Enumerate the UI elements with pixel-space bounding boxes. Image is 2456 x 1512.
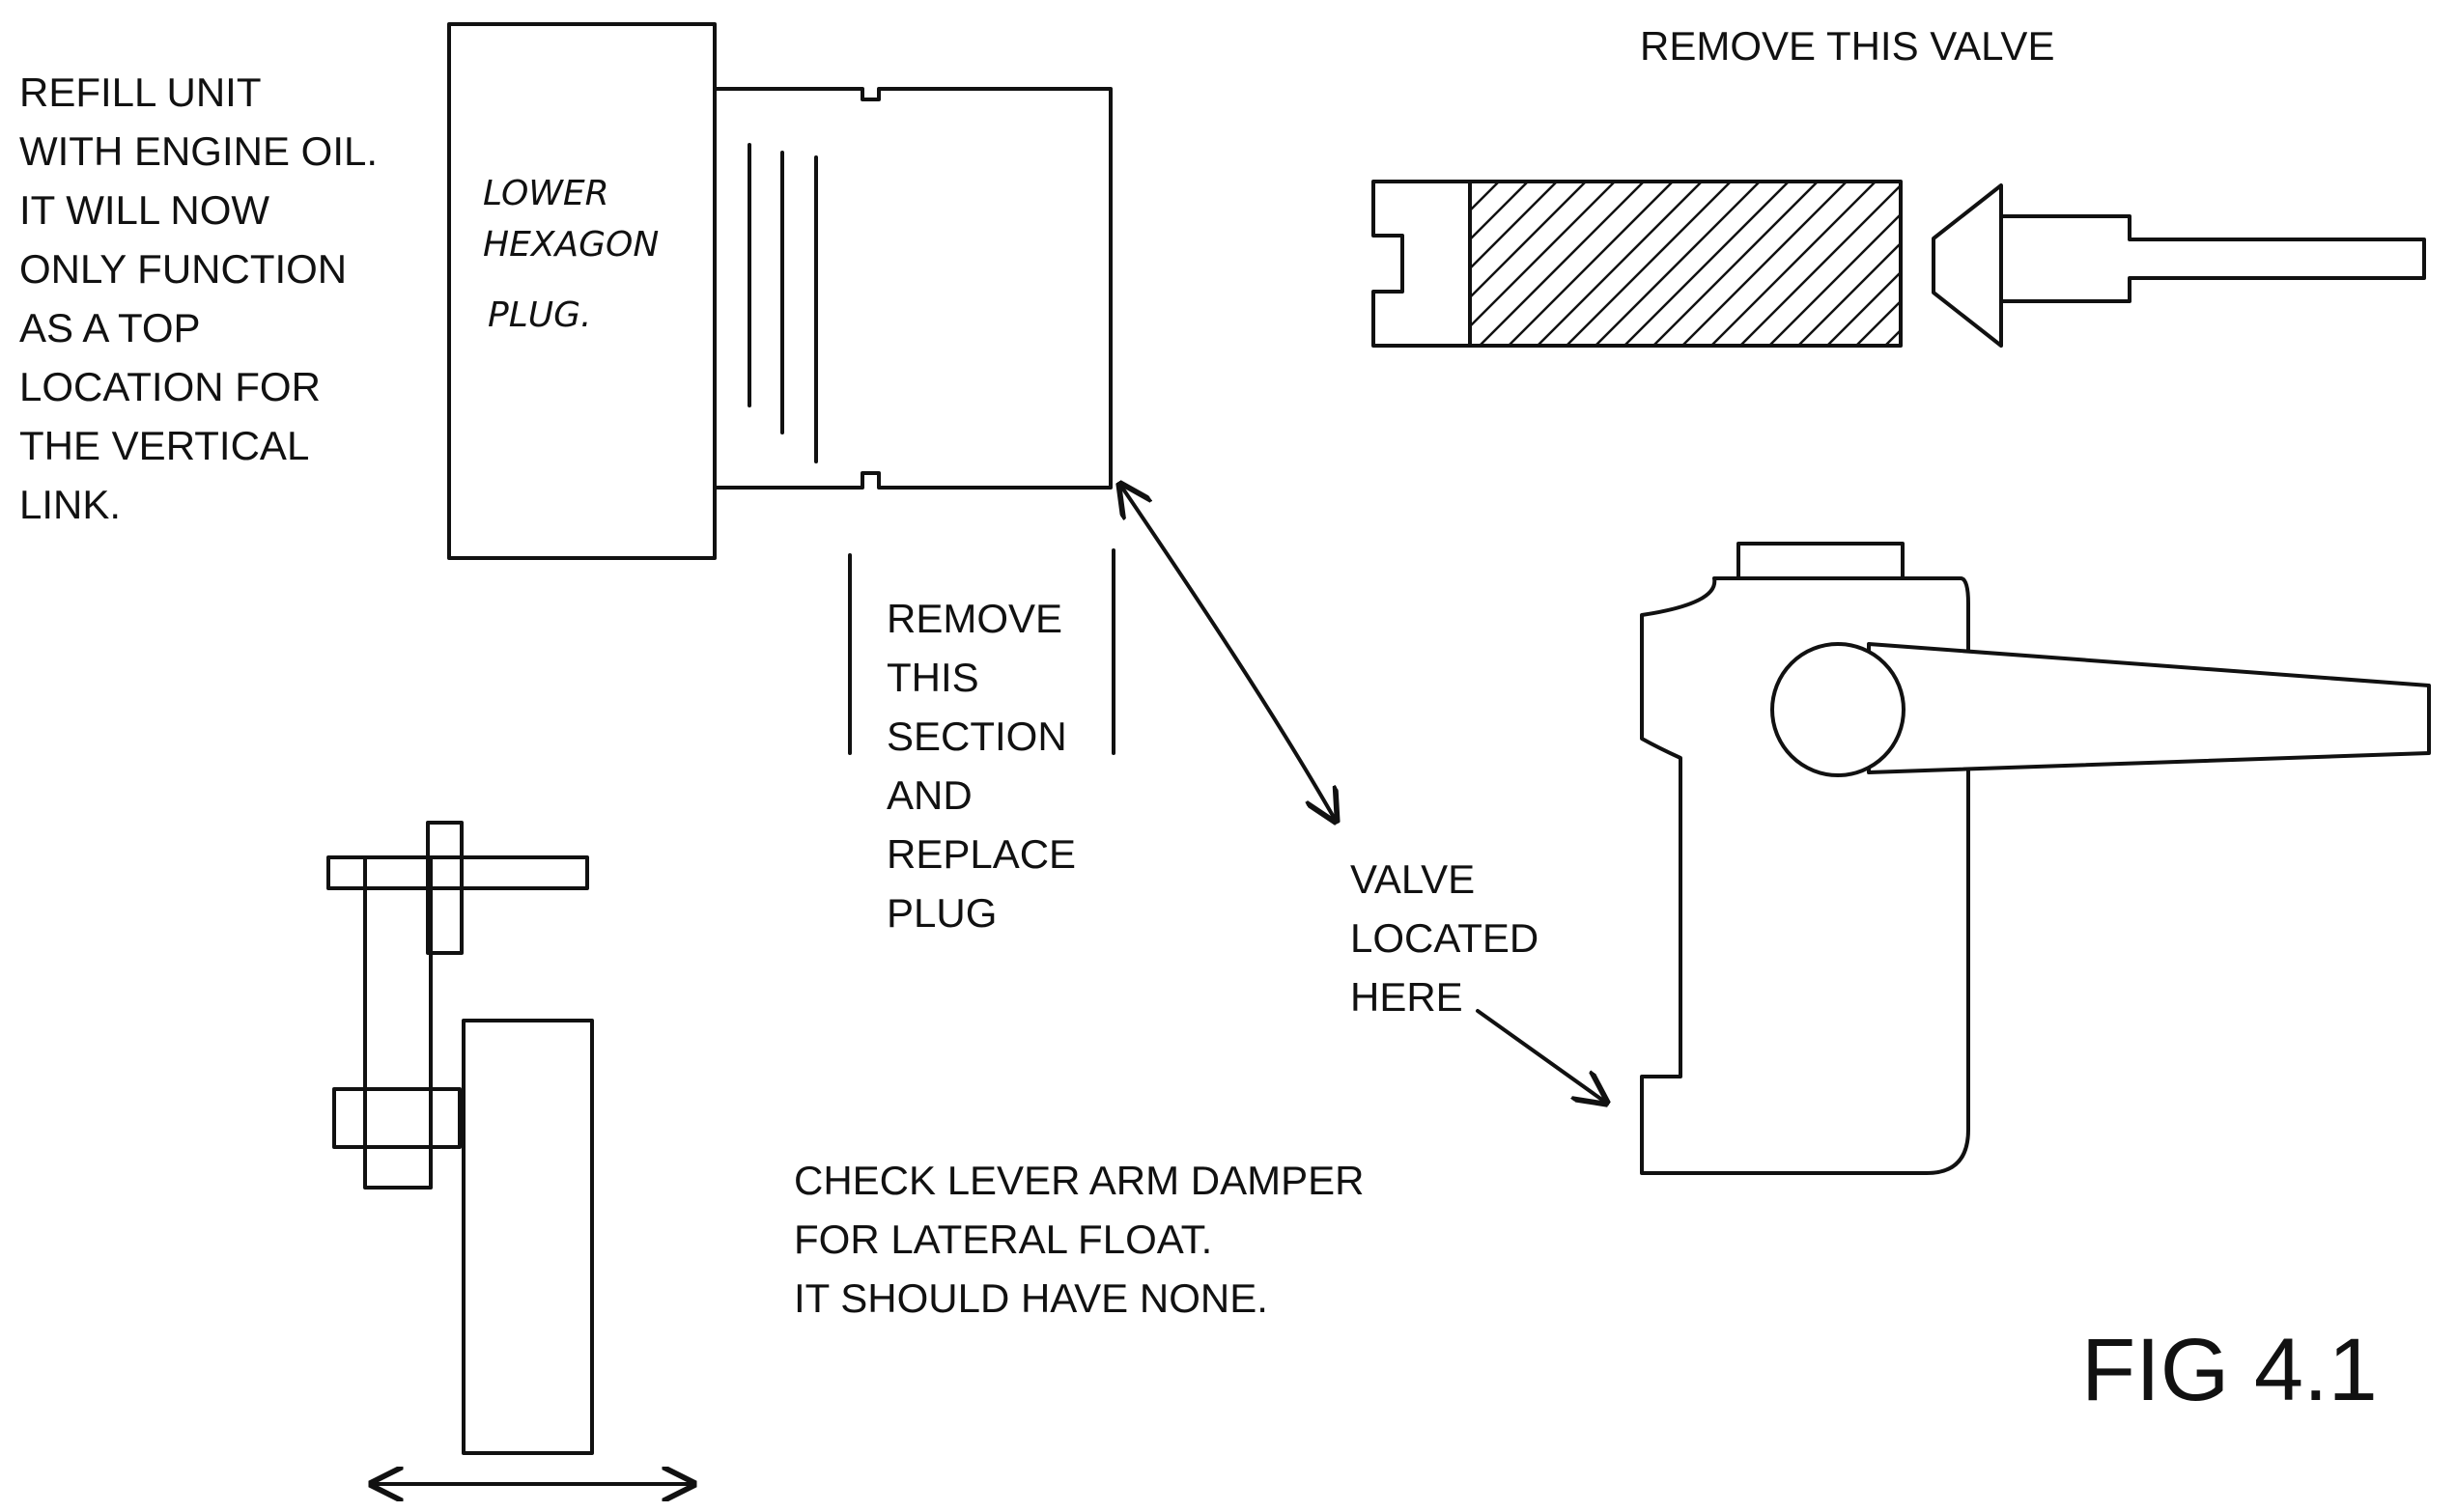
link-plate <box>363 855 433 1190</box>
vertical-link-side-view <box>326 821 693 1484</box>
remove-section-markers <box>848 548 1115 755</box>
hatch-line <box>1566 182 1732 346</box>
hatch-line <box>1470 182 1587 299</box>
plug-threaded-neck <box>713 87 1113 490</box>
damper-top-boss <box>1736 542 1905 580</box>
hatch-line <box>1652 182 1819 346</box>
valve-body-outline <box>1371 180 1903 348</box>
hatch-line <box>1508 182 1674 346</box>
pointer-arrow-plug-to-valve <box>1120 485 1336 821</box>
hatch-line <box>1470 182 1616 328</box>
hatch-line <box>1470 182 1529 241</box>
plug-body-outline <box>447 22 717 560</box>
hatch-line <box>1470 182 1558 270</box>
valve-located-text: VALVE LOCATED HERE <box>1350 856 1550 1020</box>
lower-hexagon-plug-drawing: LOWER HEXAGON PLUG. <box>447 22 1113 560</box>
hatch-line <box>1797 241 1901 346</box>
lever-arm-damper-drawing <box>1640 542 2431 1175</box>
hatch-line <box>1855 299 1901 346</box>
damper-pivot-shaft <box>1770 642 1906 777</box>
remove-valve-text: REMOVE THIS VALVE <box>1640 23 2054 69</box>
hatch-line <box>1739 183 1901 346</box>
valve-cone-head <box>1932 183 2003 348</box>
link-top-pin <box>326 855 589 890</box>
figure-number: FIG 4.1 <box>2081 1321 2378 1419</box>
hatch-line <box>1826 270 1901 346</box>
refill-instruction-text: REFILL UNIT WITH ENGINE OIL. IT WILL NOW… <box>19 70 389 527</box>
link-lower-pin <box>332 1087 462 1149</box>
damper-lever-arm <box>1867 642 2431 774</box>
valve-hatching <box>1470 182 1901 346</box>
hatch-line <box>1768 212 1901 346</box>
valve-stem <box>1999 214 2426 303</box>
damper-arm-side <box>462 1019 594 1455</box>
check-lever-text: CHECK LEVER ARM DAMPER FOR LATERAL FLOAT… <box>794 1158 1375 1321</box>
link-top-washer <box>426 821 464 955</box>
hatch-line <box>1623 182 1790 346</box>
hatch-line <box>1710 182 1877 346</box>
hatch-line <box>1479 182 1645 346</box>
hatch-line <box>1537 182 1703 346</box>
hatch-line <box>1470 182 1471 183</box>
valve-located-arrow <box>1476 1009 1606 1103</box>
plug-handwritten-label: LOWER HEXAGON PLUG. <box>483 174 670 335</box>
hatch-line <box>1470 182 1500 212</box>
remove-section-text: REMOVE THIS SECTION AND REPLACE PLUG <box>887 596 1087 936</box>
hatch-line <box>1681 182 1848 346</box>
valve-to-remove-drawing <box>1371 180 2426 348</box>
hatch-line <box>1595 182 1761 346</box>
